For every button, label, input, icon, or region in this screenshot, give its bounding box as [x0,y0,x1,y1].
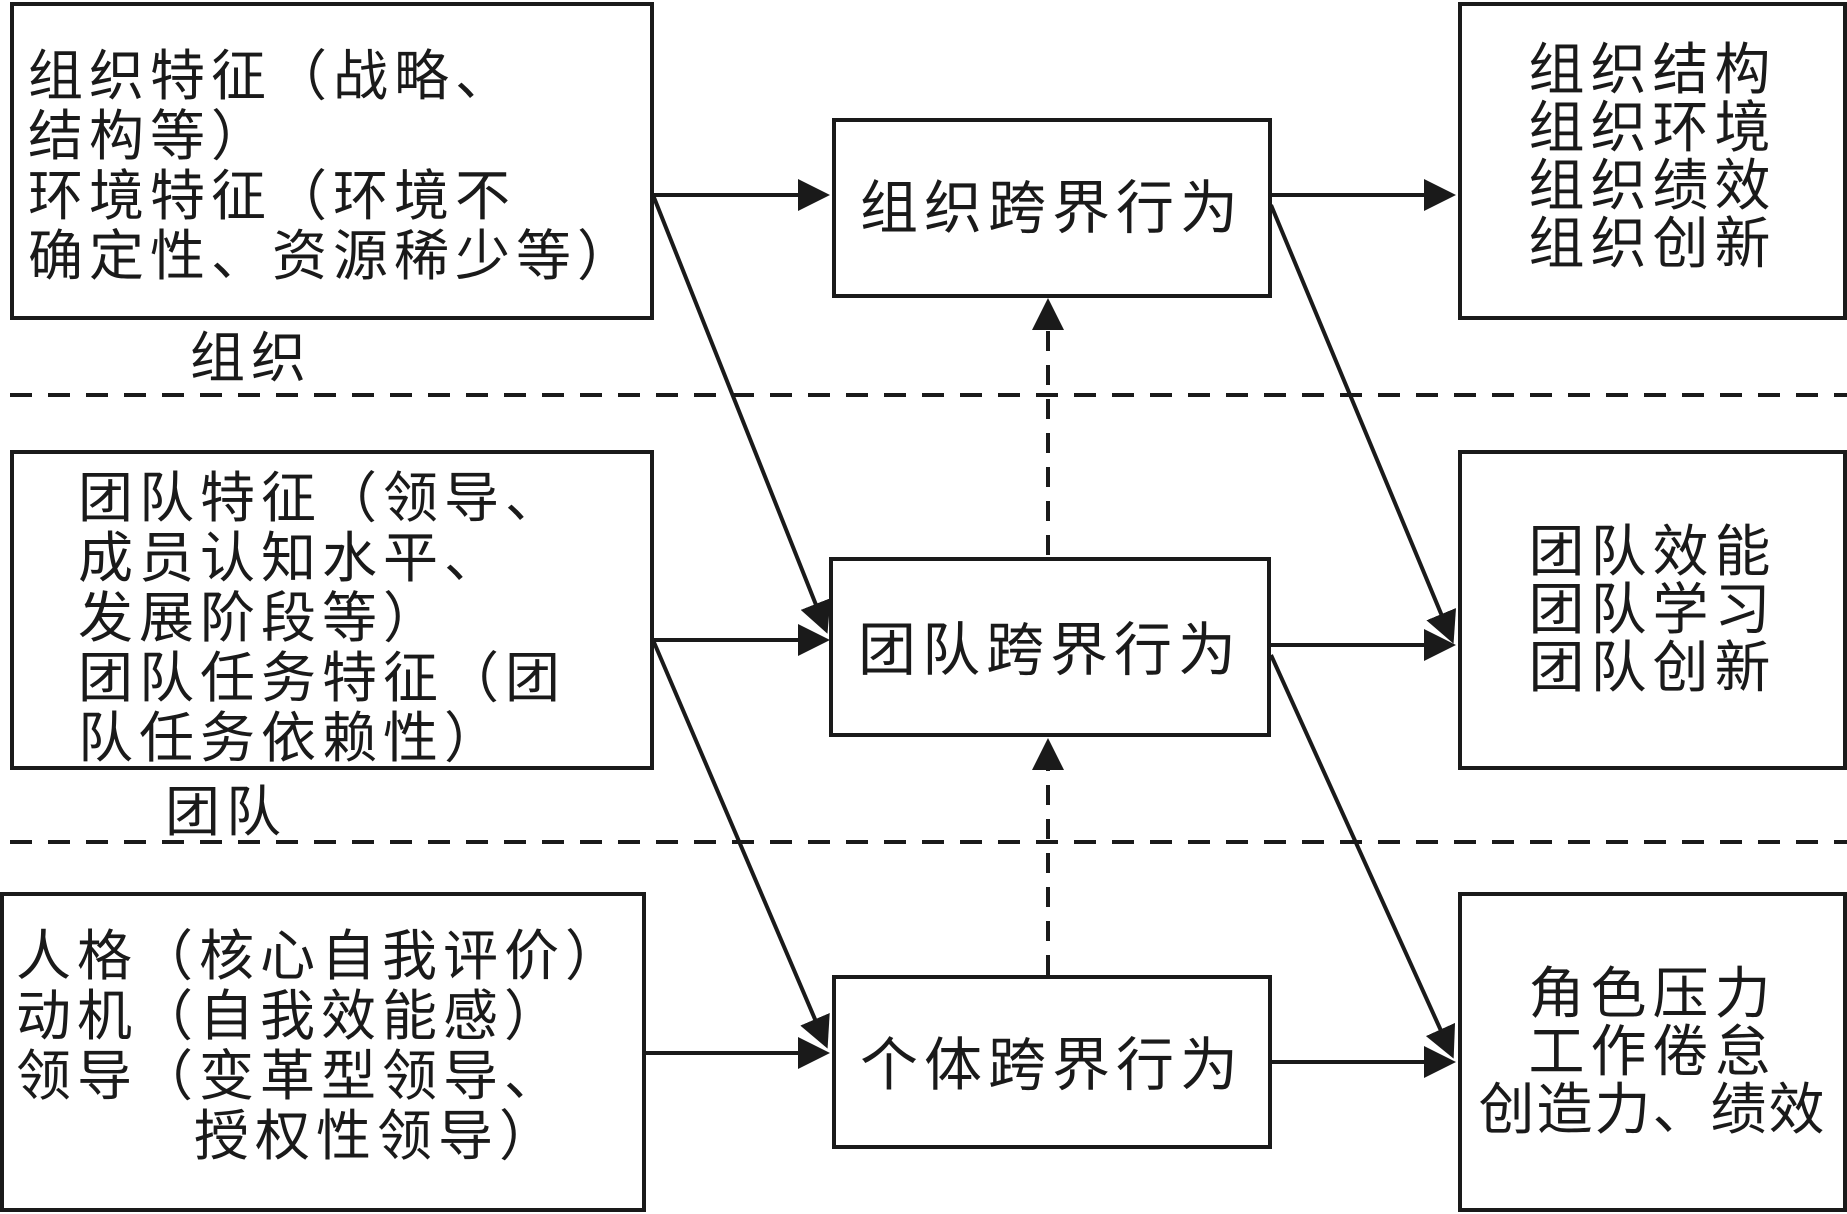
individual-factors-line: 人格（核心自我评价） [16,924,627,988]
arrow-org-factors-to-team-boundary [651,194,831,634]
individual-factors-line: 授权性领导） [194,1104,561,1168]
individual-boundary-behavior-label: 个体跨界行为 [859,1031,1244,1099]
individual-boundary-behavior-box: 个体跨界行为 [832,975,1272,1149]
team-outcome-item: 团队效能 [1528,520,1777,585]
team-factors-line: 成员认知水平、 [78,526,506,590]
layer-label-team: 团队 [165,780,288,844]
team-boundary-behavior-label: 团队跨界行为 [857,616,1242,684]
team-factors-line: 团队特征（领导、 [78,466,567,530]
org-outcome-item: 组织结构 [1528,38,1777,103]
team-factors-line: 发展阶段等） [78,586,445,650]
individual-factors-line: 领导（变革型领导、 [16,1044,566,1108]
individual-factors-box: 人格（核心自我评价） 动机（自我效能感） 领导（变革型领导、 授权性领导） [0,892,646,1212]
org-factors-box: 组织特征（战略、 结构等） 环境特征（环境不 确定性、资源稀少等） [10,2,654,320]
org-factors-line: 环境特征（环境不 [28,164,517,228]
individual-outcomes-box: 角色压力 工作倦怠 创造力、绩效 [1458,892,1847,1212]
org-outcomes-box: 组织结构 组织环境 组织绩效 组织创新 [1458,2,1847,320]
org-outcome-item: 组织创新 [1528,212,1777,277]
individual-factors-line: 动机（自我效能感） [16,984,566,1048]
team-outcome-item: 团队创新 [1528,636,1777,701]
team-factors-line: 队任务依赖性） [78,706,506,770]
org-outcome-item: 组织环境 [1528,96,1777,161]
arrow-team-factors-to-individual-boundary [651,639,830,1049]
layer-label-organization: 组织 [190,326,313,390]
arrow-org-boundary-to-team-outcomes [1269,204,1457,644]
org-factors-line: 组织特征（战略、 [28,44,517,108]
team-boundary-behavior-box: 团队跨界行为 [829,557,1271,737]
org-factors-line: 确定性、资源稀少等） [28,224,639,288]
individual-outcome-item: 工作倦怠 [1528,1020,1777,1085]
org-boundary-behavior-box: 组织跨界行为 [832,118,1272,298]
team-outcomes-box: 团队效能 团队学习 团队创新 [1458,450,1847,770]
org-boundary-behavior-label: 组织跨界行为 [859,174,1244,242]
team-factors-box: 团队特征（领导、 成员认知水平、 发展阶段等） 团队任务特征（团 队任务依赖性） [10,450,654,770]
individual-outcome-item: 创造力、绩效 [1478,1078,1827,1143]
org-factors-line: 结构等） [28,104,273,168]
individual-outcome-item: 角色压力 [1528,962,1777,1027]
arrow-team-boundary-to-individual-outcomes [1269,654,1456,1059]
team-outcome-item: 团队学习 [1528,578,1777,643]
team-factors-line: 团队任务特征（团 [78,646,567,710]
org-outcome-item: 组织绩效 [1528,154,1777,219]
